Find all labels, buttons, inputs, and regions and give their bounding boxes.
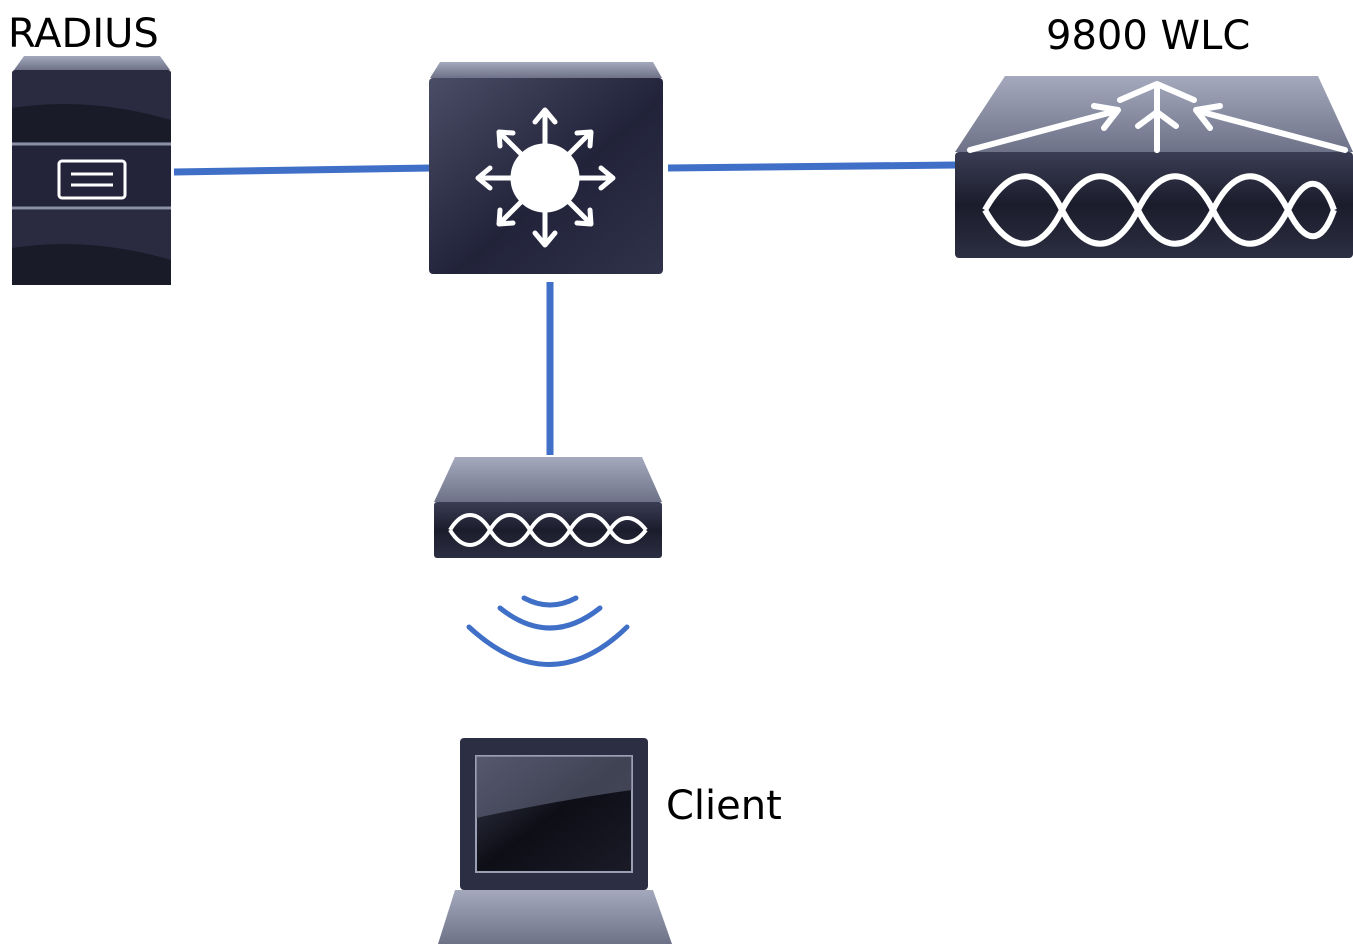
wlc-label: 9800 WLC <box>1046 13 1251 59</box>
multilayer-switch-icon <box>429 62 663 274</box>
wireless-signal-icon <box>466 595 630 667</box>
access-point-icon <box>434 457 662 558</box>
wireless-lan-controller-icon <box>955 76 1353 258</box>
client-label: Client <box>666 783 782 829</box>
link-radius-switch <box>173 164 433 176</box>
radius-server-icon <box>12 56 171 285</box>
radius-label: RADIUS <box>8 11 159 57</box>
links <box>173 161 957 455</box>
link-switch-wlc <box>667 161 957 172</box>
laptop-client-icon <box>438 738 672 944</box>
